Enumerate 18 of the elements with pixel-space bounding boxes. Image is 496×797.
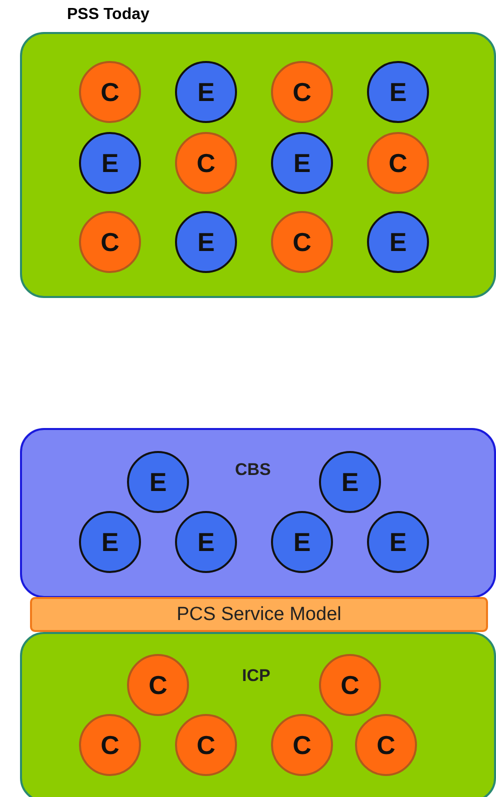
group-panel (20, 428, 496, 598)
component-circle: C (271, 714, 333, 776)
panel-heading: ICP (242, 666, 270, 686)
component-circle: E (79, 511, 141, 573)
component-circle: E (127, 451, 189, 513)
component-circle: C (355, 714, 417, 776)
component-circle: C (175, 714, 237, 776)
component-circle: E (271, 511, 333, 573)
component-circle: E (319, 451, 381, 513)
component-circle: E (175, 511, 237, 573)
component-circle: C (127, 654, 189, 716)
panel-heading: PSS Today (67, 6, 150, 24)
component-circle: C (319, 654, 381, 716)
panel-heading: CBS (235, 460, 271, 480)
component-circle: E (367, 511, 429, 573)
component-circle: C (79, 714, 141, 776)
group-panel (20, 632, 496, 797)
layer-band: PCS Service Model (30, 597, 488, 632)
